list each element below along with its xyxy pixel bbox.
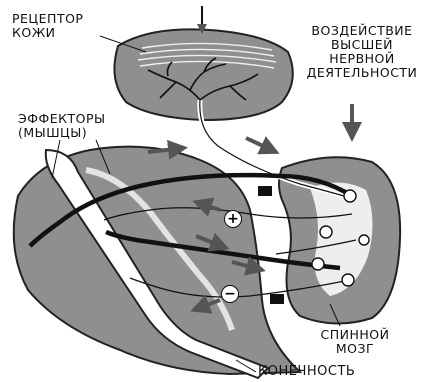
- inhibition-sign: −: [221, 285, 239, 303]
- limb-label: КОНЕЧНОСТЬ: [258, 365, 418, 379]
- higher-nervous-activity-label: ВОЗДЕЙСТВИЕ ВЫСШЕЙ НЕРВНОЙ ДЕЯТЕЛЬНОСТИ: [300, 24, 424, 80]
- effectors-label: ЭФФЕКТОРЫ (МЫШЦЫ): [18, 112, 138, 140]
- efferent-endings: [258, 186, 284, 304]
- excitation-sign: +: [224, 210, 242, 228]
- spinal-cord-label: СПИННОЙ МОЗГ: [310, 328, 400, 356]
- receptor-label: РЕЦЕПТОР КОЖИ: [12, 12, 122, 40]
- arrow-to-spinal-2: [246, 138, 276, 152]
